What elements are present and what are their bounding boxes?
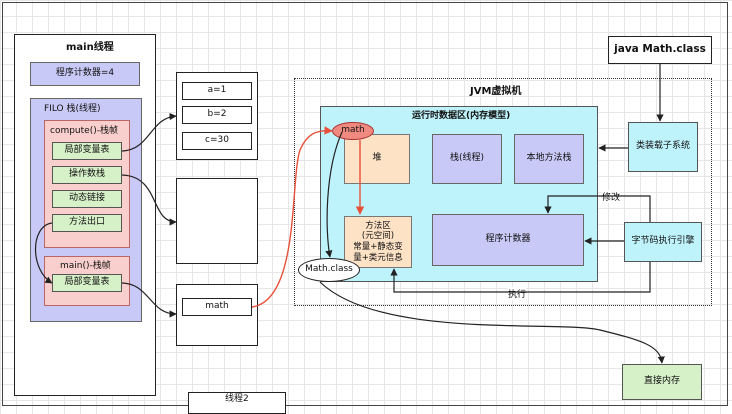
operand-stack: 操作数栈 — [52, 166, 122, 184]
math-object: math — [332, 122, 374, 140]
edge-operand-to-panel — [121, 174, 177, 226]
edge-to-direct-memory — [319, 281, 665, 364]
edge-engine-modify — [544, 195, 651, 222]
edge-mainmath-to-heap — [251, 126, 333, 308]
edge-exit-to-main — [34, 222, 53, 284]
direct-memory-box: 直接内存 — [622, 364, 702, 400]
bytecode-engine-box: 字节码执行引擎 — [624, 222, 702, 262]
compute-frame-title: compute()-栈帧 — [50, 126, 118, 136]
main-frame-title: main()-栈帧 — [60, 261, 111, 271]
class-loader-box: 类装载子系统 — [628, 122, 698, 172]
method-area-label: 方法区 (元空间) 常量+静态变 量+类元信息 — [353, 220, 403, 263]
local-b: b=2 — [182, 106, 252, 124]
main-thread-title: main线程 — [66, 42, 114, 53]
native-method-stack-box: 本地方法栈 — [514, 134, 584, 184]
edge-engine-execute — [390, 262, 651, 293]
local-a: a=1 — [182, 82, 252, 100]
edge-mainlocals-to-panel — [121, 282, 177, 318]
method-area-box: 方法区 (元空间) 常量+静态变 量+类元信息 — [344, 216, 412, 268]
thread2-label: 线程2 — [225, 394, 249, 404]
diagram-frame — [2, 2, 728, 406]
execute-label: 执行 — [508, 287, 527, 300]
program-counter-box: 程序计数器 — [432, 214, 584, 266]
local-c: c=30 — [182, 132, 252, 150]
edge-class-to-method-area — [360, 250, 440, 268]
math-class-ellipse: Math.class — [298, 258, 360, 282]
edge-math-to-class — [325, 131, 343, 258]
main-local-math: math — [182, 298, 252, 316]
jvm-title: JVM虚拟机 — [470, 86, 522, 97]
stack-box: 栈(线程) — [432, 134, 502, 184]
dynamic-linking: 动态链接 — [52, 190, 122, 208]
runtime-data-area-title: 运行时数据区(内存模型) — [412, 111, 511, 121]
pc-register-box: 程序计数器=4 — [30, 62, 140, 86]
local-variable-table: 局部变量表 — [52, 142, 122, 160]
method-exit: 方法出口 — [52, 214, 122, 232]
edge-locals-to-panel — [121, 112, 177, 152]
thread-stack-label: FILO 栈(线程) — [44, 104, 101, 114]
class-file-box: java Math.class — [608, 36, 712, 64]
heap-box: 堆 — [344, 134, 410, 184]
